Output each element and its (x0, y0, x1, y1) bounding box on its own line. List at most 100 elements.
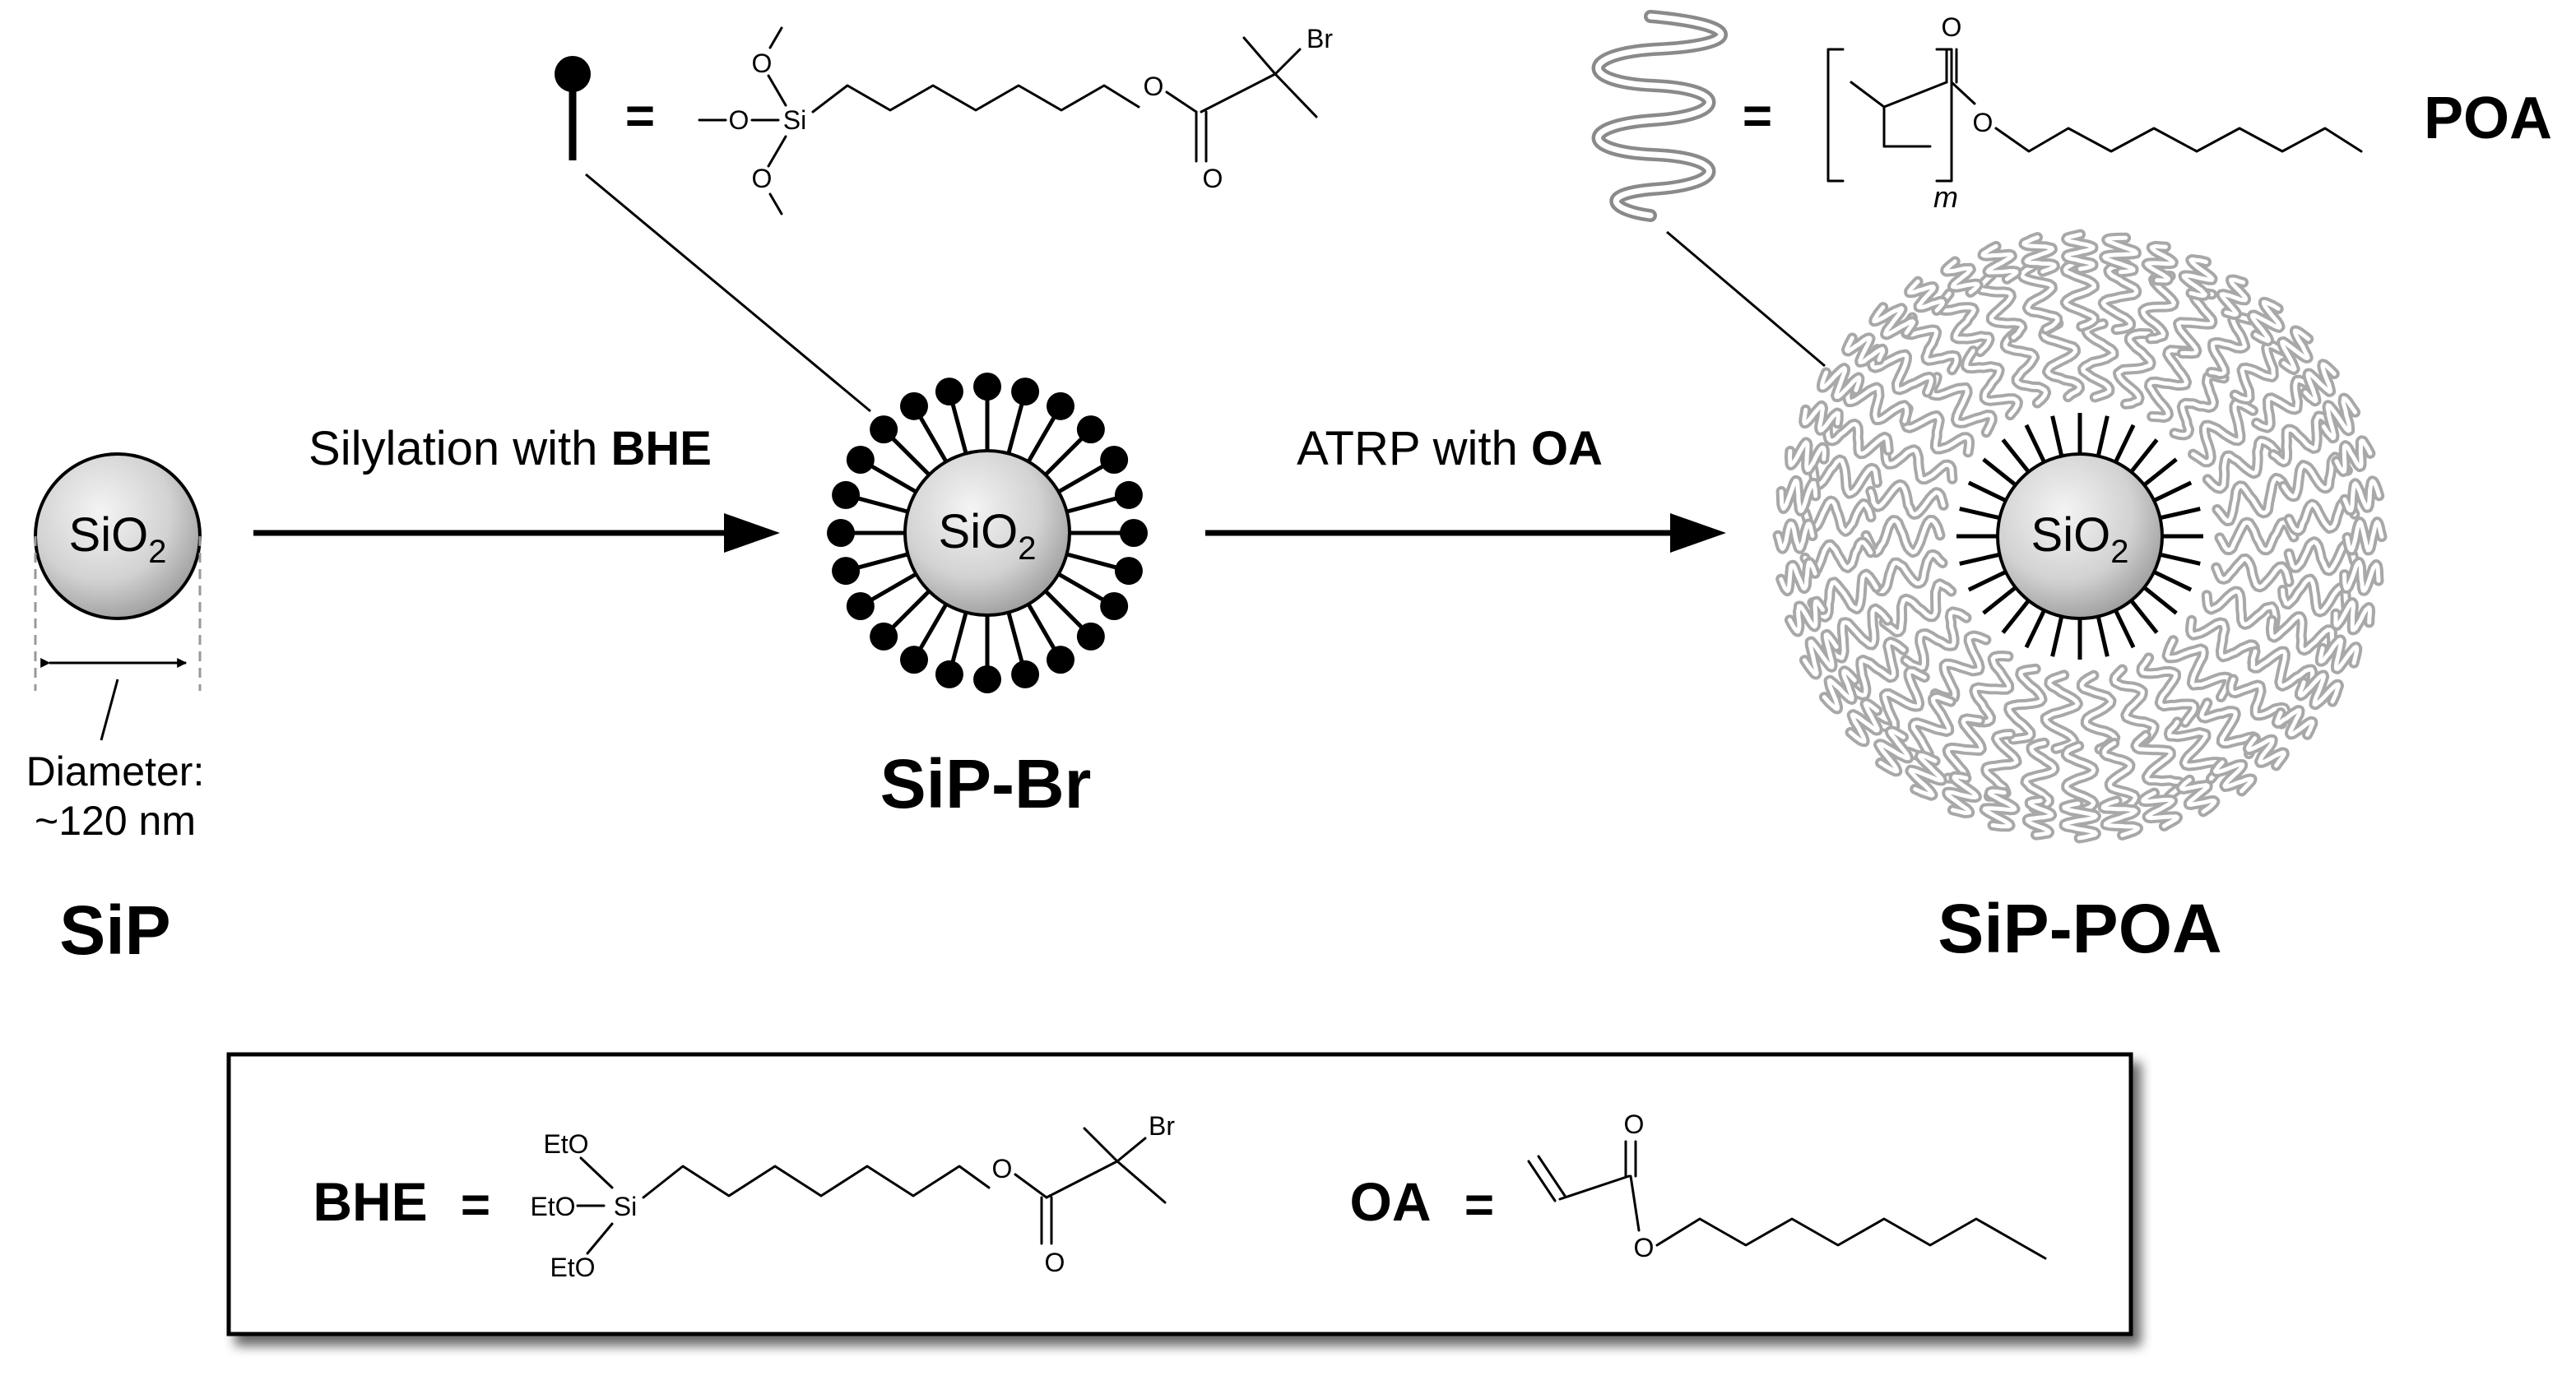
polymer-chain-highlight (1845, 382, 1910, 424)
reagent-box-frame (226, 1052, 2133, 1336)
silylation-step: Silylation with BHE (253, 422, 780, 553)
svg-text:O: O (1045, 1248, 1065, 1277)
polymer-chain-highlight (1874, 669, 1927, 731)
polymer-chain-highlight (1802, 632, 1839, 677)
initiator-head (846, 592, 875, 620)
initiator-head (1076, 622, 1105, 651)
polymer-chain-highlight (1868, 552, 1945, 594)
sip-poa-particle: SiO2 SiP-POA (1772, 229, 2388, 967)
polymer-chain-highlight (1903, 406, 1972, 455)
graft-spoke (2024, 609, 2046, 649)
polymer-chain-highlight (2062, 801, 2098, 841)
polymer-chain-highlight (2079, 673, 2118, 752)
graft-spoke (2050, 415, 2064, 457)
polymer-chain-highlight (2321, 396, 2358, 441)
polymer-chain-highlight (2215, 475, 2291, 523)
sip-particle: SiO2 Diameter: ~120 nm SiP (26, 452, 205, 969)
polymer-chain-highlight (1868, 482, 1946, 516)
svg-text:O: O (1973, 108, 1993, 137)
polymer-chain-highlight (2345, 520, 2384, 553)
polymer-chain-highlight (2147, 348, 2189, 420)
polymer-chain-highlight (1787, 599, 1825, 634)
initiator-head (973, 665, 1001, 693)
initiator-stem (950, 611, 968, 663)
sip-br-label: SiP-Br (880, 745, 1092, 822)
polymer-chain-highlight (2043, 673, 2080, 751)
polymer-chain-highlight (1845, 336, 1886, 364)
initiator-stem (857, 496, 909, 514)
initiator-head (1114, 557, 1143, 586)
polymer-chain-highlight (2219, 277, 2249, 317)
graft-spoke (1959, 552, 2001, 566)
polymer-chain-highlight (2102, 741, 2137, 811)
diameter-value: ~120 nm (35, 798, 196, 844)
polymer-chain-highlight (2205, 438, 2279, 491)
svg-text:Br: Br (1149, 1111, 1175, 1141)
polymer-pointer (1666, 230, 1826, 368)
polymer-chain-highlight (2144, 243, 2175, 283)
polymer-chain-highlight (2041, 321, 2082, 400)
sip-br-core-label: SiO2 (939, 505, 1037, 567)
sip-poa-core-label: SiO2 (2031, 508, 2129, 570)
polymer-chain-highlight (1864, 517, 1942, 555)
polymer-chain-highlight (1825, 422, 1891, 456)
initiator-head (870, 415, 898, 444)
initiator-stem (918, 416, 949, 463)
polymer-chain-highlight (2020, 262, 2060, 331)
polymer-chain-highlight (1779, 478, 1818, 513)
polymer-chain-highlight (1907, 279, 1945, 313)
polymer-chain-highlight (1943, 259, 1980, 294)
initiator-stem (1006, 611, 1024, 663)
polymer-brush (1772, 229, 2388, 844)
polymer-chain-highlight (1882, 445, 1955, 482)
sip-br-core (903, 449, 1071, 617)
polymer-chain-highlight (2217, 520, 2296, 553)
polymer-chain-highlight (1779, 560, 1817, 594)
diameter-pointer (100, 679, 119, 741)
graft-spoke (1982, 586, 2017, 615)
sip-core-label: SiO2 (69, 508, 167, 570)
graft-spoke (2142, 586, 2178, 615)
initiator-head (1047, 391, 1074, 420)
polymer-chain-highlight (2023, 740, 2057, 810)
polymer-chain-highlight (2250, 299, 2282, 344)
oa-structure: O O (1527, 1109, 2047, 1262)
repeat-index: m (1933, 180, 1958, 214)
svg-text:EtO: EtO (530, 1192, 575, 1221)
initiator-head (935, 660, 963, 688)
initiator-head (1100, 592, 1129, 620)
initiator-head (827, 519, 855, 547)
silylation-arrowhead (724, 513, 780, 553)
initiator-ligands (827, 373, 1148, 693)
graft-spoke (2129, 599, 2159, 634)
initiator-stem (1043, 589, 1084, 629)
svg-text:O: O (1144, 72, 1164, 101)
svg-text:Si: Si (783, 105, 806, 135)
graft-spoke (2129, 438, 2159, 474)
initiator-head (973, 373, 1001, 401)
oa-label: OA (1350, 1171, 1432, 1232)
polymer-chain-highlight (2112, 667, 2156, 742)
graft-spoke (2096, 615, 2110, 657)
polymer-chain-highlight (1811, 457, 1879, 496)
svg-text:O: O (1942, 12, 1962, 42)
polymer-chain-highlight (2025, 799, 2054, 837)
polymer-chain-highlight (1982, 789, 2017, 829)
polymer-chain-highlight (2342, 479, 2382, 512)
initiator-head (832, 557, 861, 586)
polymer-chain-highlight (1810, 572, 1879, 619)
graft-spoke (2096, 415, 2110, 457)
sip-br-particle: SiO2 SiP-Br (827, 373, 1148, 822)
graft-spoke (2153, 480, 2193, 503)
diameter-label: Diameter: (26, 748, 205, 794)
graft-spoke (2001, 438, 2031, 474)
initiator-equals: = (625, 88, 655, 145)
polymer-chain-highlight (2179, 777, 2217, 814)
graft-spoke (2142, 457, 2178, 487)
polymer-chain-highlight (1968, 654, 2012, 725)
polymer-chain-highlight (2191, 401, 2255, 465)
polymer-chain-highlight (1964, 349, 2020, 418)
graft-spoke (2050, 615, 2064, 657)
polymer-chain-highlight (1870, 347, 1933, 395)
